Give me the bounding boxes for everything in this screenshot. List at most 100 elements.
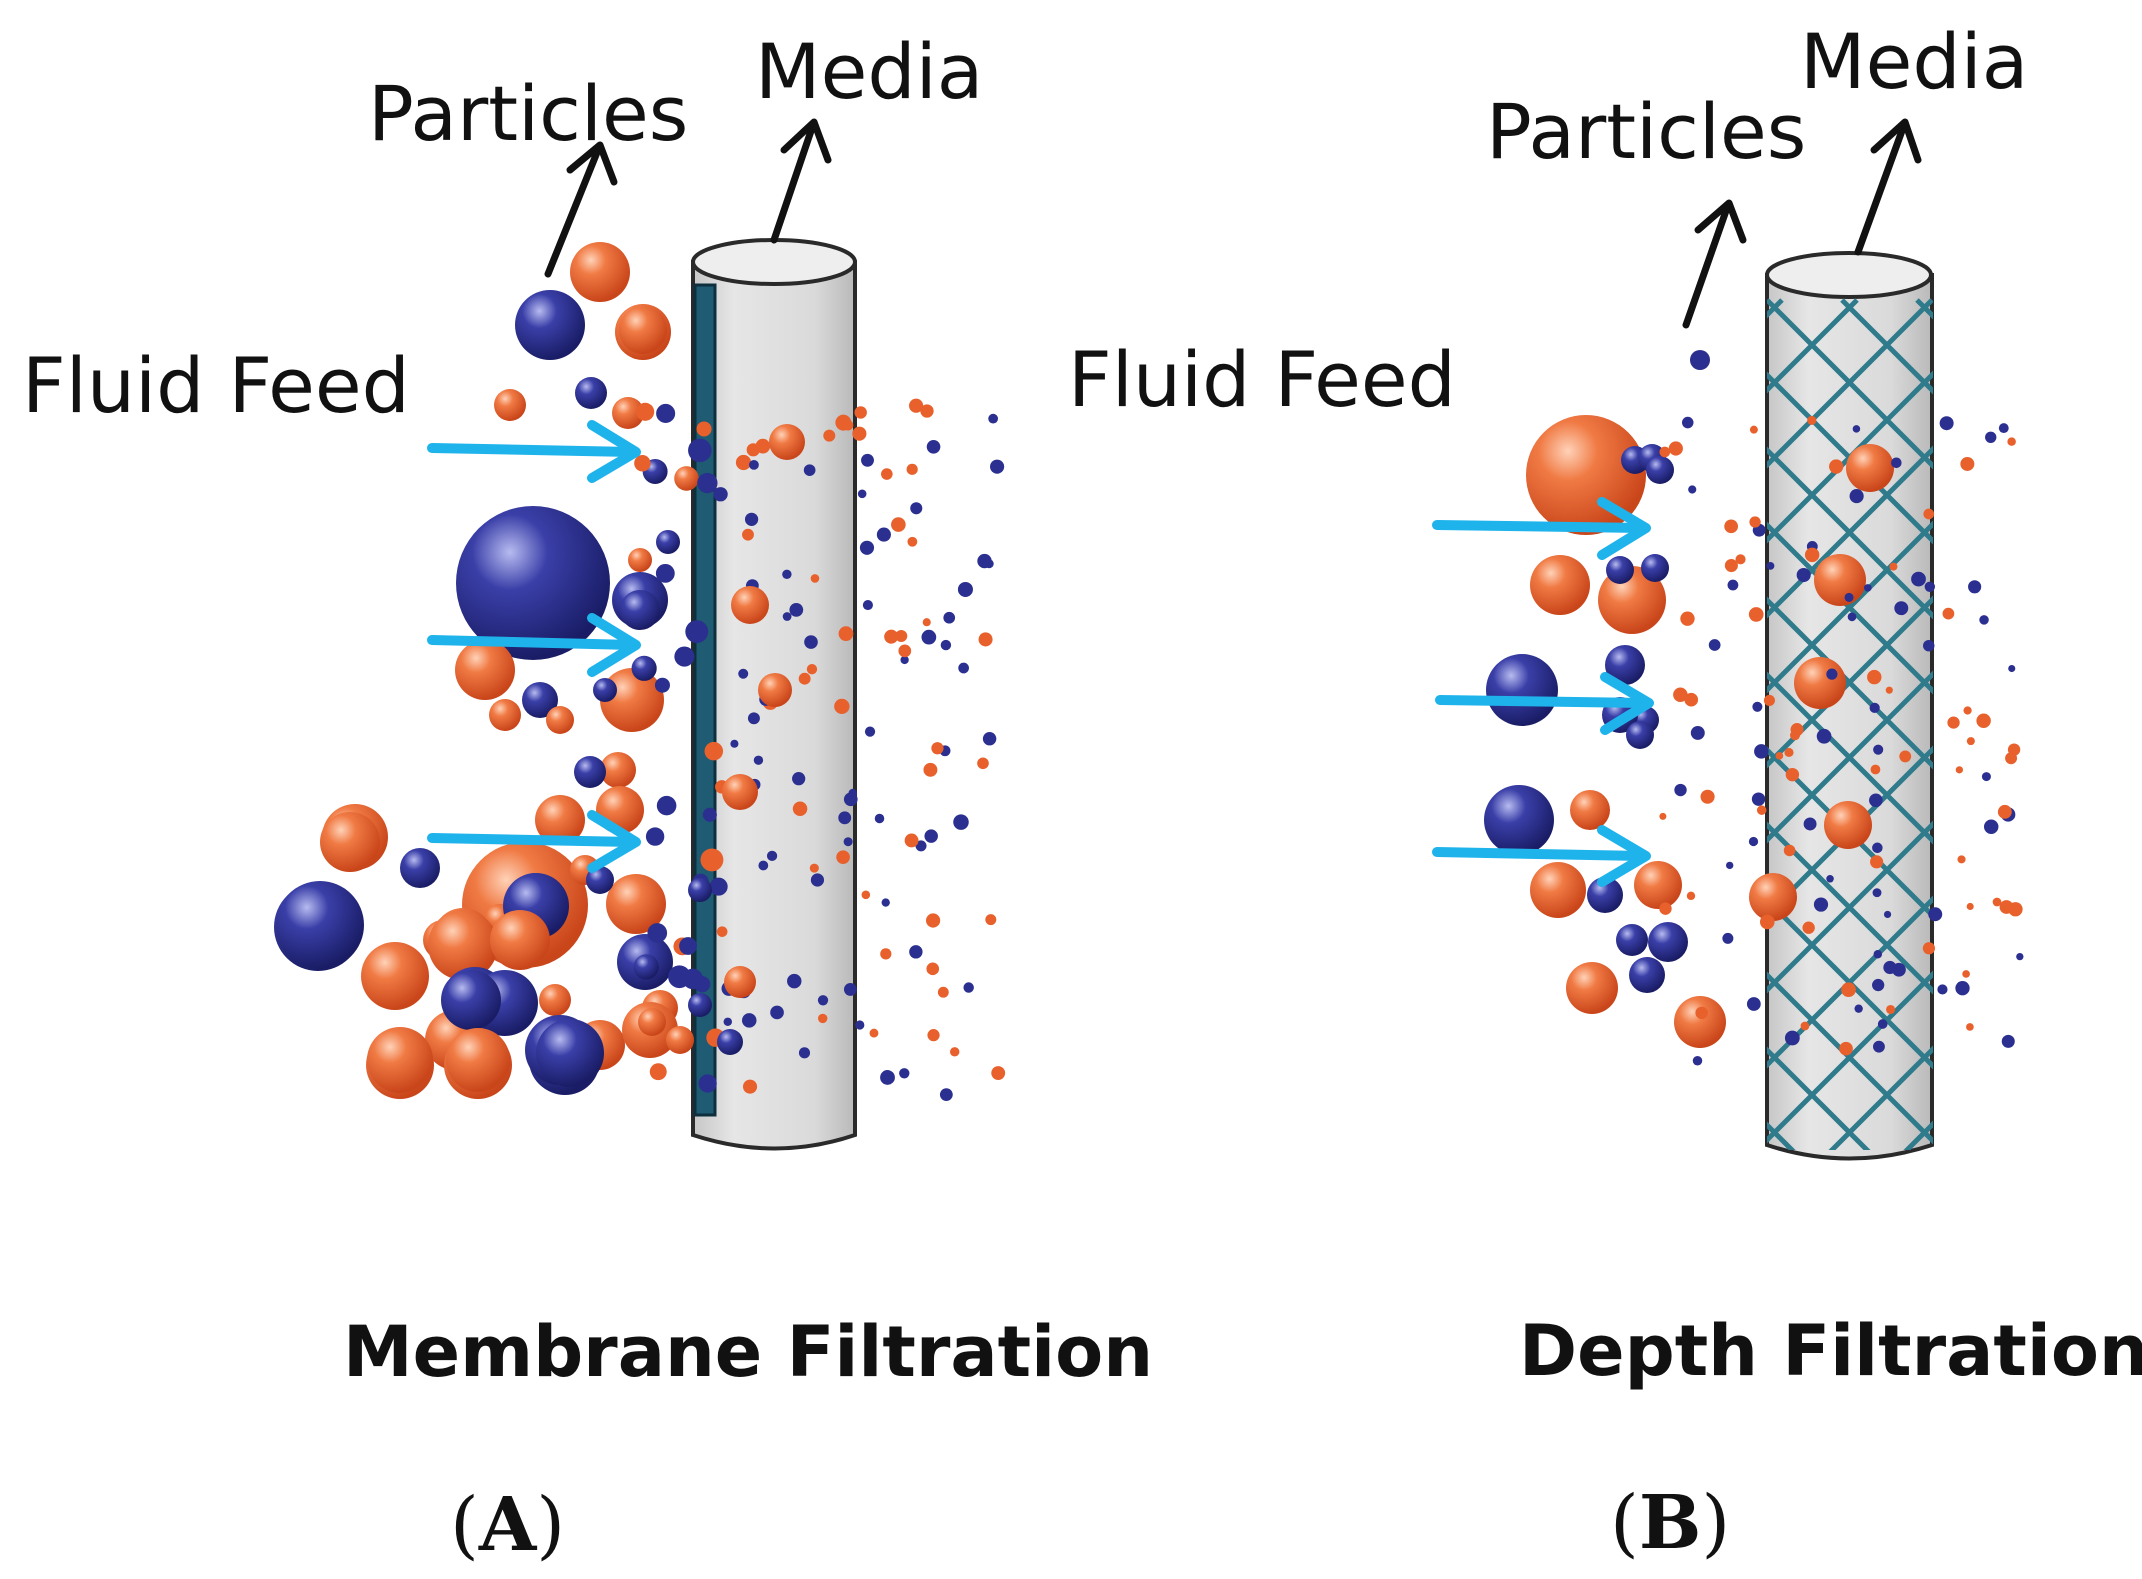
small-particle-a-74 — [806, 663, 818, 675]
particle-a-67 — [593, 678, 617, 702]
mesh-fiber — [752, 300, 1632, 1180]
small-particle-b-100 — [1659, 446, 1671, 458]
small-particle-b-47 — [1869, 793, 1883, 808]
small-particle-a-26 — [738, 668, 749, 679]
small-particle-b-17 — [1722, 932, 1734, 944]
small-particle-a-69 — [679, 937, 697, 955]
small-particle-b-112 — [1852, 425, 1861, 433]
particle-a-59 — [446, 1028, 510, 1092]
small-particle-a-64 — [991, 1066, 1006, 1080]
small-particle-a-3 — [977, 757, 989, 770]
small-particle-b-105 — [1968, 580, 1982, 594]
small-particle-b-12 — [1942, 607, 1955, 620]
particles-pointer-arrow-b — [1682, 199, 1747, 329]
small-particle-b-31 — [1727, 579, 1739, 591]
small-particle-a-77 — [957, 581, 973, 597]
small-particle-b-40 — [1939, 416, 1954, 431]
small-particle-b-8 — [1680, 611, 1695, 626]
small-particle-a-104 — [656, 795, 677, 816]
particle-a-62 — [535, 795, 585, 845]
small-particle-b-35 — [1802, 921, 1815, 934]
small-particle-a-71 — [636, 402, 655, 421]
small-particle-a-107 — [922, 618, 931, 627]
small-particle-a-30 — [631, 655, 657, 681]
particle-a-14 — [361, 942, 429, 1010]
caption-membrane-filtration: Membrane Filtration — [343, 1311, 1153, 1393]
small-particle-a-93 — [926, 439, 941, 454]
particle-b-27 — [1690, 350, 1710, 370]
small-particle-b-32 — [1841, 982, 1856, 998]
small-particle-a-99 — [904, 833, 919, 848]
small-particle-a-76 — [702, 807, 717, 822]
small-particle-b-44 — [1844, 592, 1854, 602]
small-particle-a-49 — [963, 982, 974, 993]
small-particle-b-110 — [1751, 792, 1766, 806]
small-particle-a-6 — [792, 772, 806, 786]
small-particle-b-26 — [2001, 1034, 2015, 1048]
small-particle-b-65 — [1870, 855, 1884, 869]
small-particle-b-77 — [1766, 561, 1775, 570]
panel-membrane-filtration: Particles Media Fluid Feed Membrane Filt… — [22, 27, 1153, 1568]
small-particle-a-101 — [988, 413, 999, 424]
small-particle-b-116 — [1804, 547, 1820, 563]
small-particle-b-67 — [1864, 584, 1872, 592]
mesh-fiber — [1767, 298, 1859, 394]
small-particle-b-70 — [1785, 767, 1800, 782]
media-label-b: Media — [1800, 17, 2028, 106]
small-particle-a-79 — [730, 739, 739, 748]
small-particle-a-47 — [985, 914, 997, 926]
small-particle-a-114 — [758, 860, 769, 871]
mesh-fiber — [1767, 1121, 1796, 1150]
small-particle-a-12 — [864, 726, 876, 737]
particle-a-64 — [586, 866, 614, 894]
small-particle-b-48 — [1849, 489, 1864, 504]
small-particle-b-25 — [1998, 423, 2009, 434]
small-particle-a-133 — [685, 620, 709, 644]
depth-media-mesh — [752, 298, 1933, 1180]
mesh-fiber — [1767, 520, 1933, 694]
particle-a-8 — [400, 848, 440, 888]
small-particle-b-83 — [1752, 701, 1763, 712]
small-particle-a-119 — [747, 712, 760, 725]
small-particle-b-61 — [1854, 1004, 1863, 1013]
small-particle-b-73 — [1976, 713, 1991, 728]
small-particle-a-41 — [876, 527, 891, 542]
small-particle-a-111 — [698, 1074, 717, 1093]
small-particle-b-60 — [1955, 766, 1963, 774]
small-particle-b-107 — [2008, 664, 2016, 673]
small-particle-b-94 — [1784, 747, 1794, 758]
small-particle-b-16 — [1826, 875, 1834, 883]
small-particle-a-13 — [704, 741, 724, 761]
mesh-fiber — [1767, 298, 1933, 470]
small-particle-b-53 — [1763, 694, 1775, 706]
small-particle-b-111 — [1839, 1041, 1853, 1056]
small-particle-b-91 — [2005, 752, 2018, 765]
small-particle-b-45 — [1963, 706, 1972, 715]
small-particle-a-100 — [926, 913, 941, 928]
small-particle-a-132 — [810, 873, 825, 887]
particle-a-60 — [536, 1019, 604, 1087]
small-particle-a-16 — [891, 517, 906, 532]
small-particle-b-102 — [1892, 962, 1906, 977]
small-particle-b-9 — [1775, 752, 1784, 760]
mesh-fiber — [1767, 371, 1933, 545]
small-particle-a-38 — [923, 762, 938, 777]
small-particle-a-63 — [835, 414, 852, 431]
small-particle-a-126 — [682, 968, 704, 990]
small-particle-a-1 — [716, 926, 728, 937]
small-particle-b-78 — [1889, 562, 1898, 571]
mesh-fiber — [1767, 298, 1933, 469]
small-particle-b-19 — [1894, 601, 1909, 616]
small-particle-b-81 — [1668, 441, 1683, 456]
small-particle-a-51 — [749, 459, 759, 470]
small-particle-a-29 — [742, 1079, 758, 1094]
particle-b-7 — [1530, 862, 1586, 918]
small-particle-a-43 — [874, 813, 885, 824]
small-particle-b-46 — [1937, 984, 1948, 995]
small-particle-a-56 — [924, 829, 938, 843]
small-particle-b-63 — [1695, 1006, 1708, 1020]
small-particle-a-58 — [634, 455, 651, 472]
small-particle-b-54 — [1708, 639, 1721, 651]
small-particle-b-33 — [1873, 744, 1884, 755]
